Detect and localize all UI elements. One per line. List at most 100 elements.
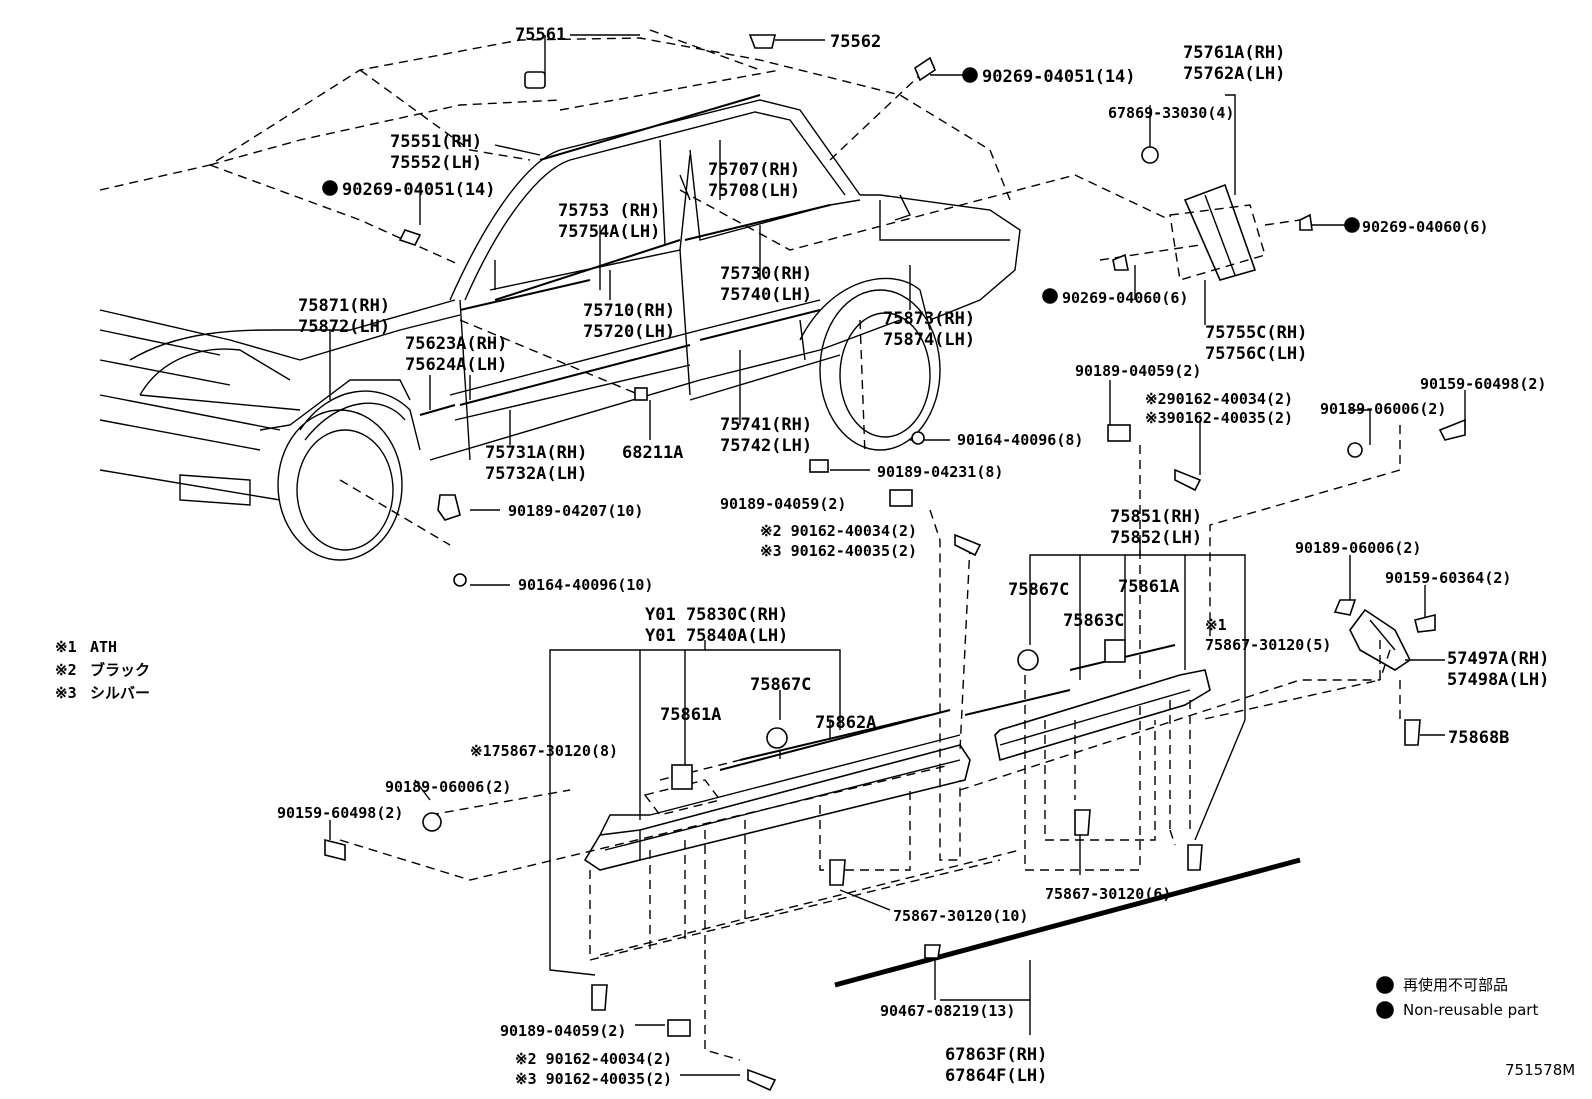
- diagram-id-code: 751578M: [1505, 1061, 1575, 1079]
- label-75551: 75551(RH): [390, 132, 482, 152]
- label-75741: 75741(RH): [720, 415, 812, 435]
- label-90159-60498-a: 90159-60498(2): [1420, 375, 1546, 393]
- clip-75867c-b-icon: [766, 727, 788, 749]
- label-75761a: 75761A(RH): [1183, 43, 1285, 63]
- legend-dot-en-icon: [1376, 1001, 1394, 1019]
- label-75707: 75707(RH): [708, 160, 800, 180]
- clip-75867c-a-icon: [1017, 649, 1039, 671]
- label-90162-40035-a: ※390162-40035(2): [1145, 409, 1293, 427]
- label-90162-40034-b: ※2 90162-40034(2): [760, 522, 917, 540]
- label-75867-30120-6: 75867-30120(6): [1045, 885, 1171, 903]
- screw-90269-04060-b-icon: [1112, 253, 1129, 271]
- label-90189-04059-a: 90189-04059(2): [1075, 362, 1201, 380]
- label-75867c-a: 75867C: [1008, 580, 1069, 600]
- label-75830c: Y01 75830C(RH): [645, 605, 788, 625]
- label-90164-40096-b: 90164-40096(10): [518, 576, 653, 594]
- label-90162-40034-a: ※290162-40034(2): [1145, 390, 1293, 408]
- label-90467-08219: 90467-08219(13): [880, 1002, 1015, 1020]
- label-67863f: 67863F(RH): [945, 1045, 1047, 1065]
- rocker-moulding-strip: [834, 857, 1301, 988]
- screw-90162-c-icon: [747, 1068, 777, 1092]
- label-75862a: 75862A: [815, 713, 876, 733]
- legend-jp: 再使用不可部品: [1403, 976, 1508, 994]
- label-75874: 75874(LH): [883, 330, 975, 350]
- label-90269-04051-a: 90269-04051(14): [982, 67, 1136, 87]
- label-90269-04060-a: 90269-04060(6): [1362, 218, 1488, 236]
- label-75730: 75730(RH): [720, 264, 812, 284]
- label-75755c: 75755C(RH): [1205, 323, 1307, 343]
- screw-90162-a-icon: [1174, 468, 1202, 492]
- clip-67869-icon: [1141, 146, 1159, 164]
- label-75624a: 75624A(LH): [405, 355, 507, 375]
- label-75754a: 75754A(LH): [558, 222, 660, 242]
- label-75867-30120-8: ※175867-30120(8): [470, 742, 618, 760]
- label-75840a: Y01 75840A(LH): [645, 626, 788, 646]
- clip-90189-04207-icon: [437, 494, 461, 521]
- label-75756c: 75756C(LH): [1205, 344, 1307, 364]
- label-90189-06006-a: 90189-06006(2): [1320, 400, 1446, 418]
- label-75732a: 75732A(LH): [485, 464, 587, 484]
- label-90189-06006-c: 90189-06006(2): [385, 778, 511, 796]
- clip-90189-06006-b-icon: [1333, 599, 1357, 616]
- notes: ※1 ATH ※2 ブラック ※3 シルバー: [55, 638, 150, 702]
- screw-90159-60498-a-icon: [1438, 418, 1466, 441]
- label-75708: 75708(LH): [708, 181, 800, 201]
- clip-90189-06006-c-icon: [422, 812, 442, 832]
- rocker-panel-rear: [964, 644, 1211, 762]
- note-3-text: シルバー: [90, 684, 150, 702]
- label-75873: 75873(RH): [883, 309, 975, 329]
- note-2-text: ブラック: [90, 661, 150, 679]
- screw-90164-40096-b-icon: [453, 573, 467, 587]
- label-90162-40035-b: ※3 90162-40035(2): [760, 542, 917, 560]
- screw-90159-60498-b-icon: [324, 838, 346, 862]
- label-57498a: 57498A(LH): [1447, 670, 1549, 690]
- label-90269-04051-b: 90269-04051(14): [342, 180, 496, 200]
- label-75562: 75562: [830, 32, 881, 52]
- label-67864f: 67864F(LH): [945, 1066, 1047, 1086]
- label-75742: 75742(LH): [720, 436, 812, 456]
- legend-dot-jp-icon: [1376, 976, 1394, 994]
- note-1-text: ATH: [90, 638, 117, 656]
- label-75867-30120-5: 75867-30120(5): [1205, 636, 1331, 654]
- label-75871: 75871(RH): [298, 296, 390, 316]
- clip-90189-04059-b-icon: [889, 489, 913, 507]
- clip-90467-08219-icon: [924, 944, 941, 959]
- leader-lines: [329, 34, 1466, 1076]
- screw-90269-b-icon: [398, 229, 422, 246]
- label-75552: 75552(LH): [390, 153, 482, 173]
- screw-90269-04060-a-icon: [1299, 213, 1313, 231]
- dashed-alignment-lines: [339, 29, 1401, 1061]
- fastener-glyphs: [322, 34, 1466, 1092]
- label-75762a: 75762A(LH): [1183, 64, 1285, 84]
- label-75863c: 75863C: [1063, 611, 1124, 631]
- part-labels: 75561 75562 90269-04051(14) 75551(RH) 75…: [277, 25, 1549, 1088]
- screw-90162-b-icon: [954, 533, 982, 557]
- label-90269-04060-b: 90269-04060(6): [1062, 289, 1188, 307]
- legend-en: Non-reusable part: [1403, 1001, 1538, 1019]
- rear-pillar-garnish: [1169, 183, 1266, 281]
- clip-75861a-a-icon: [1104, 639, 1126, 663]
- label-75623a: 75623A(RH): [405, 334, 507, 354]
- label-75872: 75872(LH): [298, 317, 390, 337]
- note-1-mark: ※1: [55, 638, 77, 656]
- label-75861a-b: 75861A: [660, 705, 721, 725]
- rocker-moulding-strip-inner: [834, 865, 1301, 991]
- label-75731a: 75731A(RH): [485, 443, 587, 463]
- nonreusable-dot-4-icon: [1042, 288, 1058, 304]
- label-90159-60498-b: 90159-60498(2): [277, 804, 403, 822]
- clip-75867-30120-6-icon: [1074, 809, 1091, 836]
- label-75861a-a: 75861A: [1118, 577, 1179, 597]
- label-67869: 67869-33030(4): [1108, 104, 1234, 122]
- label-75753: 75753 (RH): [558, 201, 660, 221]
- clip-90189-04059-c-icon: [667, 1019, 691, 1037]
- label-90162-40035-c: ※3 90162-40035(2): [515, 1070, 672, 1088]
- clip-75562-icon: [748, 34, 777, 49]
- label-75867c-b: 75867C: [750, 675, 811, 695]
- label-75851: 75851(RH): [1110, 507, 1202, 527]
- label-75740: 75740(LH): [720, 285, 812, 305]
- label-68211a: 68211A: [622, 443, 683, 463]
- label-90189-06006-b: 90189-06006(2): [1295, 539, 1421, 557]
- nonreusable-dot-3-icon: [1344, 217, 1360, 233]
- screw-90159-60364-icon: [1414, 613, 1436, 633]
- clip-75867-30120-8-icon: [591, 984, 608, 1011]
